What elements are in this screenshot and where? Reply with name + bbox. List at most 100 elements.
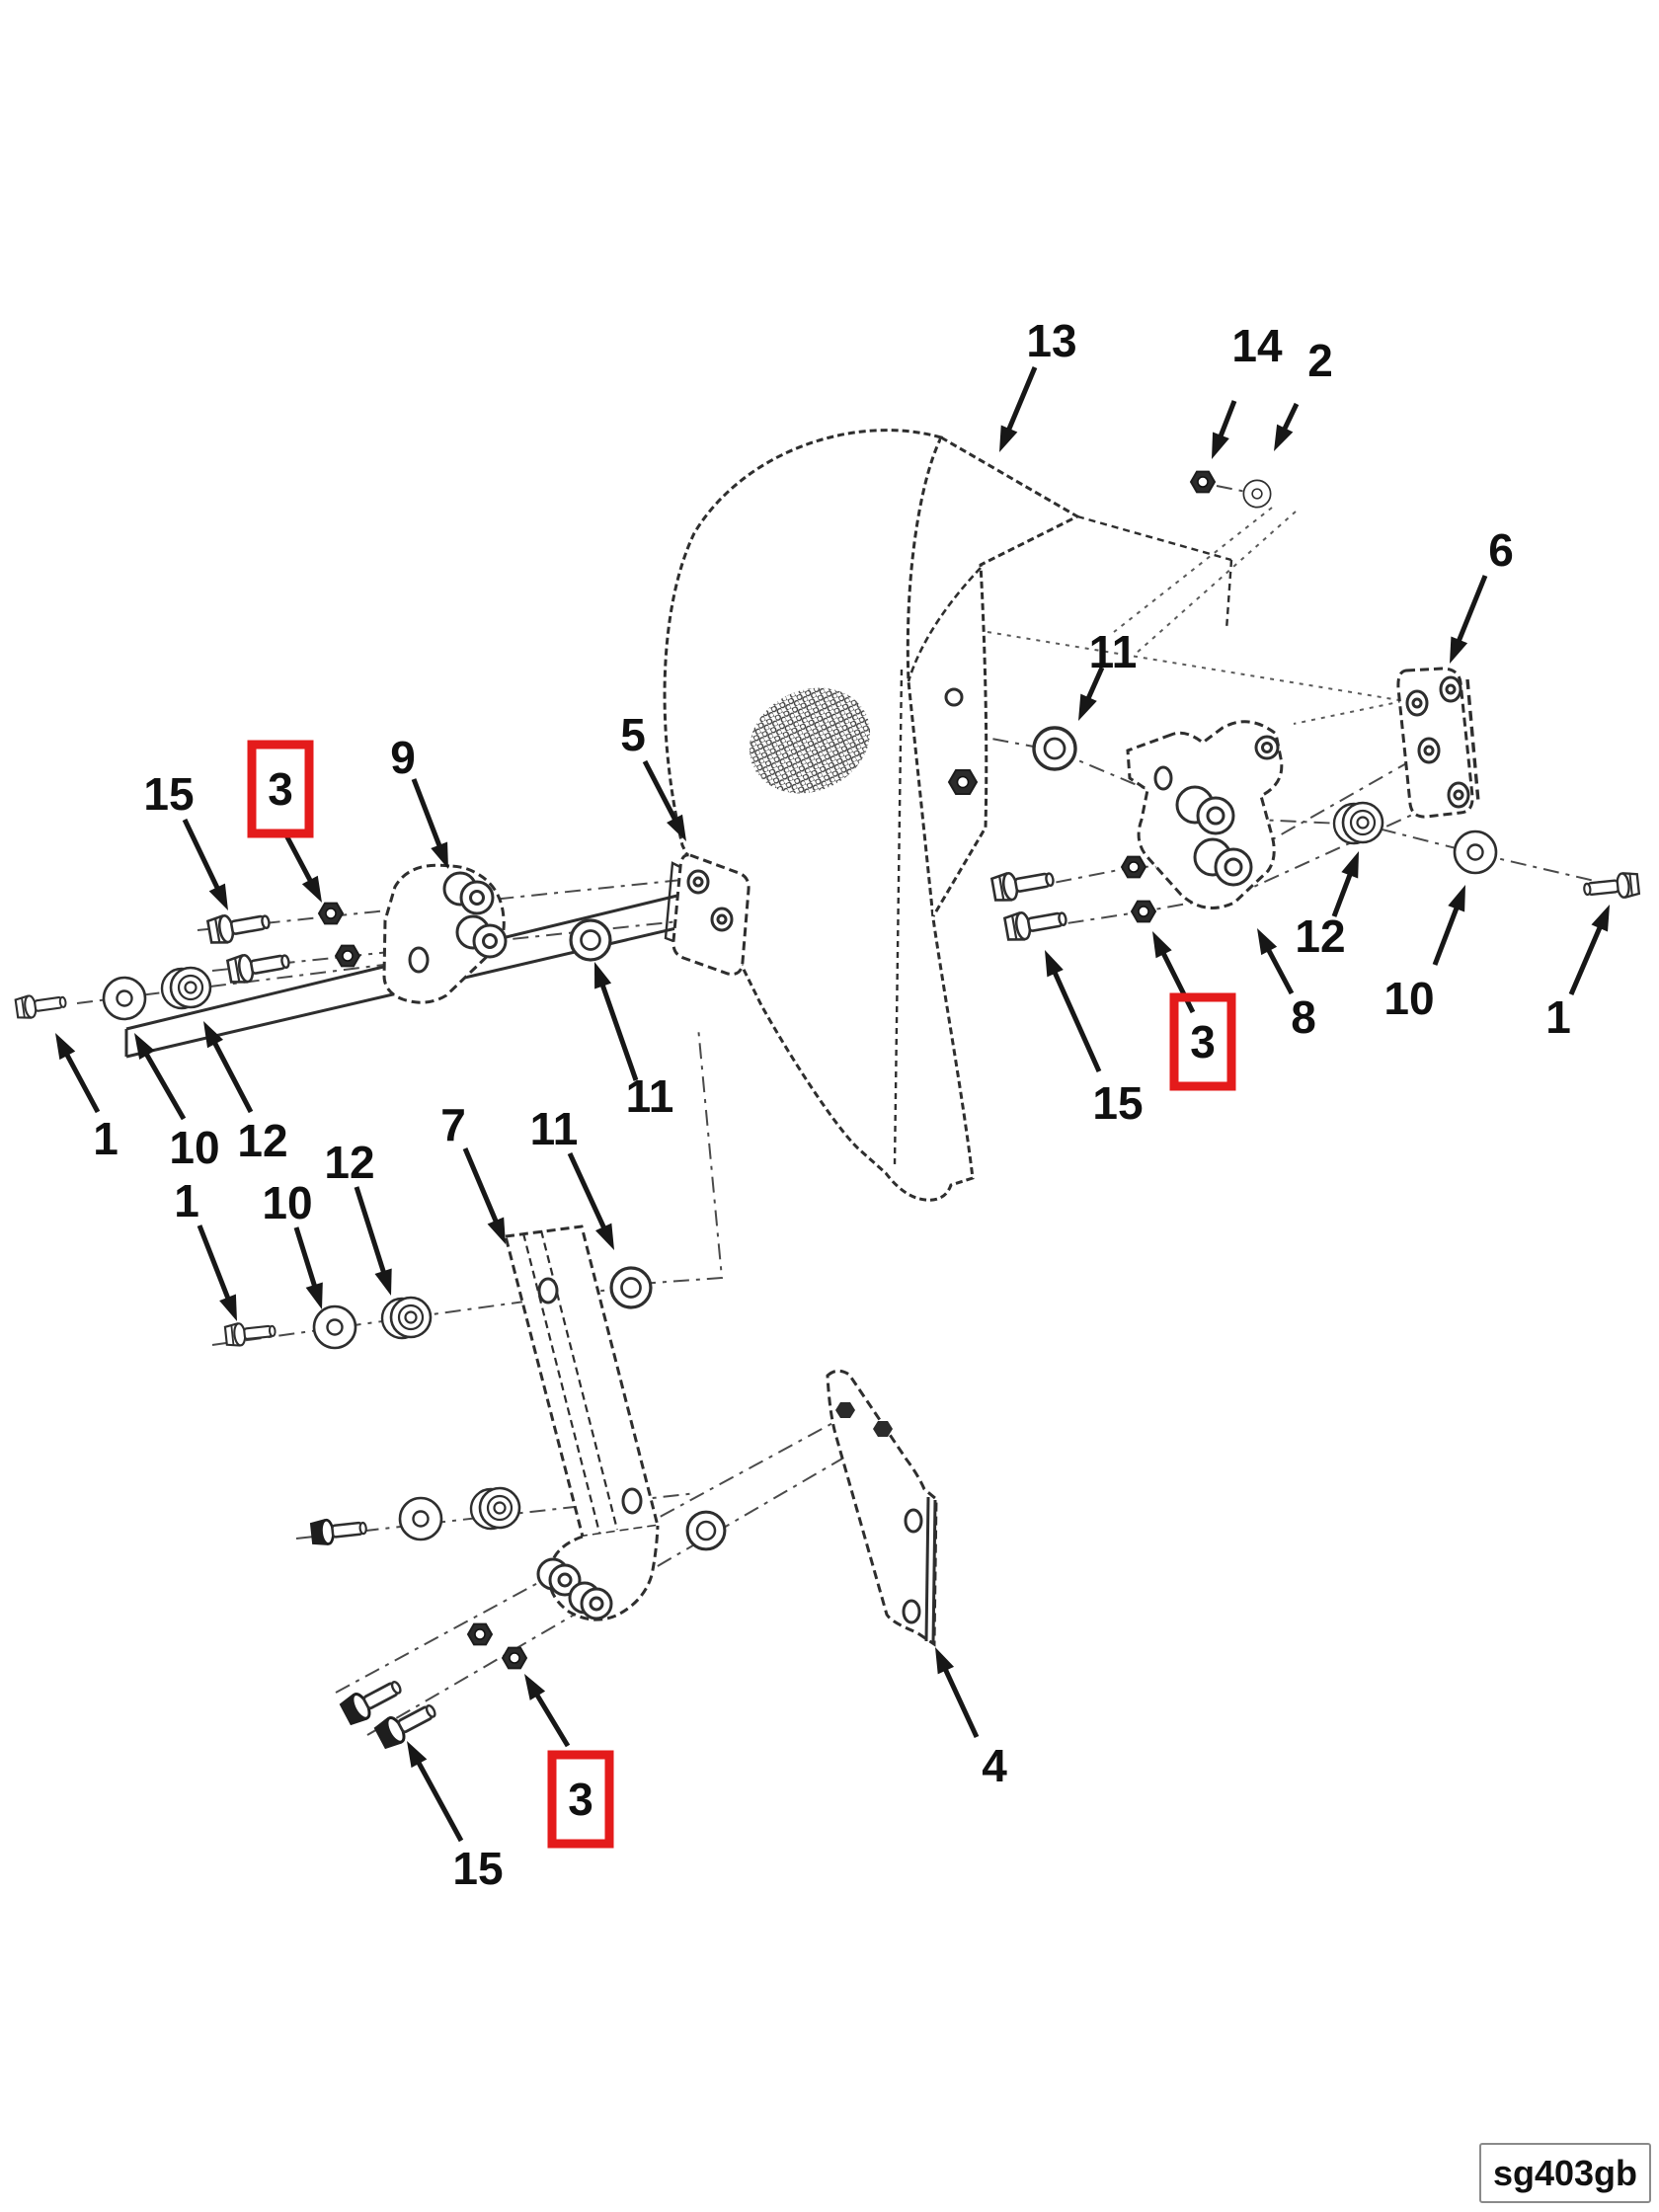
- callout-10: 10: [134, 1033, 220, 1173]
- callout-arrow-head: [203, 1021, 224, 1049]
- bolt-15-right-b: [1002, 904, 1069, 944]
- nut-3-left-a: [318, 902, 344, 925]
- washer-10-right: [1453, 830, 1498, 875]
- callout-label: 1: [1545, 991, 1571, 1043]
- callout-14: 14: [1212, 320, 1283, 459]
- callout-11: 11: [594, 962, 673, 1122]
- mounting-plate-4: [826, 1369, 938, 1647]
- callout-label: 1: [174, 1175, 199, 1226]
- callout-arrow-head: [1450, 636, 1468, 664]
- callout-1: 1: [174, 1175, 237, 1321]
- bolt-1-right: [1581, 870, 1641, 904]
- callout-arrow-line: [293, 1226, 320, 1296]
- callout-arrow-head: [208, 883, 228, 910]
- callout-1: 1: [55, 1033, 118, 1164]
- callout-arrow-line: [139, 1045, 187, 1121]
- callout-label: 9: [390, 732, 416, 783]
- callout-label: 10: [262, 1177, 312, 1228]
- bolt-1-bottom-left: [309, 1514, 369, 1547]
- callout-label: 11: [1089, 626, 1138, 677]
- washer-2: [1242, 479, 1272, 509]
- bushing-12-bottom: [469, 1486, 521, 1531]
- callout-arrow-line: [1568, 917, 1607, 995]
- callout-15: 15: [407, 1741, 504, 1894]
- callout-label: 14: [1231, 320, 1283, 371]
- callout-arrow-line: [182, 818, 224, 899]
- bolt-15-left-b: [225, 946, 292, 987]
- callout-label: 4: [982, 1740, 1007, 1791]
- nut-3-right-b: [1131, 900, 1156, 923]
- callout-10: 10: [1383, 885, 1465, 1024]
- callout-arrow-head: [301, 875, 322, 903]
- callout-label: 11: [530, 1103, 579, 1154]
- nut-3-bottom-b: [502, 1646, 527, 1670]
- washer-10-bottom: [398, 1496, 443, 1541]
- callout-7: 7: [440, 1099, 506, 1244]
- grommet-11-lower: [685, 1510, 727, 1551]
- callout-arrow-line: [529, 1686, 571, 1748]
- callout-arrow-line: [596, 975, 639, 1081]
- callout-label: 6: [1488, 524, 1514, 576]
- callout-4: 4: [935, 1647, 1007, 1791]
- callout-arrow-head: [55, 1033, 76, 1061]
- callout-label: 7: [440, 1099, 466, 1150]
- callout-15: 15: [143, 768, 228, 910]
- callout-arrow-head: [1078, 693, 1097, 721]
- washer-10-left-top: [102, 976, 147, 1021]
- callout-label: 10: [169, 1122, 219, 1173]
- callout-label: 12: [324, 1137, 374, 1188]
- washer-10-left-mid: [312, 1304, 357, 1350]
- grommet-11-mid: [609, 1266, 653, 1309]
- callout-label: 15: [452, 1843, 503, 1894]
- housing-hole: [944, 687, 964, 707]
- callout-label: 13: [1026, 315, 1076, 366]
- highlight-box: [547, 1750, 614, 1849]
- callout-10: 10: [262, 1177, 323, 1309]
- callout-arrow-line: [567, 1151, 610, 1237]
- drawing-code-text: sg403gb: [1492, 2152, 1638, 2193]
- callout-label: 8: [1291, 991, 1316, 1043]
- callout-3: 3: [247, 740, 322, 903]
- callout-label: 3: [568, 1774, 593, 1825]
- callout-arrow-head: [134, 1033, 155, 1061]
- callout-12: 12: [1295, 851, 1359, 962]
- callout-label: 15: [143, 768, 194, 820]
- callout-arrow-head: [1274, 424, 1294, 451]
- housing-stud-nut: [947, 769, 979, 795]
- callout-label: 3: [268, 763, 293, 815]
- callout-label: 10: [1383, 973, 1434, 1024]
- nut-3-bottom-a: [467, 1622, 493, 1646]
- nut-3-right-a: [1121, 855, 1146, 879]
- callout-arrow-head: [524, 1674, 546, 1700]
- callout-3: 3: [1152, 931, 1236, 1091]
- nut-3-left-b: [335, 944, 360, 968]
- callout-arrow-head: [431, 841, 448, 869]
- callout-arrow-head: [667, 814, 686, 841]
- highlight-box: [247, 740, 314, 838]
- callout-arrow-line: [197, 1224, 234, 1308]
- callout-arrow-line: [207, 1033, 254, 1114]
- support-channel-7: [504, 1224, 660, 1621]
- bracket-9: [382, 863, 508, 1004]
- callout-label: 5: [620, 709, 646, 760]
- callout-12: 12: [203, 1021, 288, 1166]
- callout-arrow-head: [487, 1217, 506, 1244]
- callout-arrow-head: [1448, 885, 1465, 912]
- callout-arrow-head: [374, 1268, 392, 1296]
- callout-arrow-line: [60, 1045, 101, 1114]
- callout-label: 11: [626, 1070, 674, 1122]
- pivot-bracket-8: [1126, 720, 1284, 909]
- grommet-11-right: [1032, 726, 1077, 771]
- bolt-1-left-mid: [223, 1318, 277, 1348]
- callout-arrow-line: [1432, 898, 1462, 966]
- bolt-15-left-a: [205, 907, 273, 947]
- bushing-12-left-mid: [380, 1296, 433, 1340]
- callout-arrow-head: [305, 1282, 323, 1309]
- callout-15: 15: [1045, 950, 1144, 1129]
- bushing-12-left-top: [160, 966, 212, 1010]
- callout-arrow-head: [1045, 950, 1064, 978]
- callout-2: 2: [1274, 335, 1333, 451]
- callout-arrow-head: [1212, 432, 1229, 459]
- bushing-12-right: [1332, 801, 1384, 845]
- callout-8: 8: [1257, 928, 1316, 1043]
